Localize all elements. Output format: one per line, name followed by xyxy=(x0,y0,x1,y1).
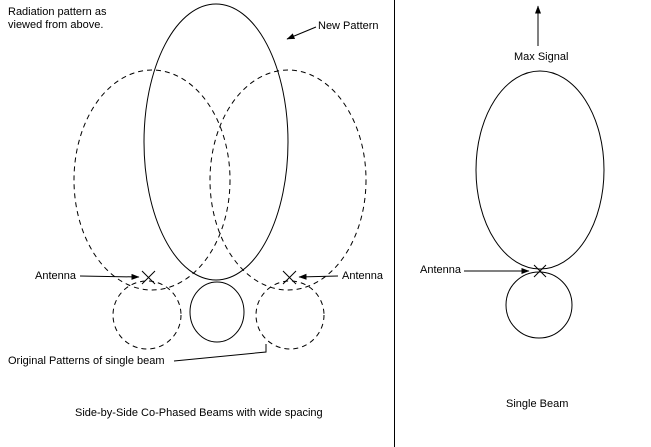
antenna-left-arrow xyxy=(79,273,140,280)
antenna-right-label: Antenna xyxy=(342,270,383,282)
original-pattern-left-minor-lobe xyxy=(112,280,182,350)
original-pattern-right-minor-lobe xyxy=(255,280,325,350)
original-patterns-label: Original Patterns of single beam xyxy=(8,355,165,367)
new-pattern-arrow xyxy=(286,26,317,40)
note-radiation-pattern: Radiation pattern as viewed from above. xyxy=(8,6,106,32)
new-pattern-main-lobe xyxy=(143,3,289,281)
antenna-left-x-mark xyxy=(141,270,156,285)
antenna-single-label: Antenna xyxy=(420,264,461,276)
left-diagram-caption: Side-by-Side Co-Phased Beams with wide s… xyxy=(75,407,323,419)
note-line-1: Radiation pattern as xyxy=(8,6,107,18)
antenna-single-x-mark xyxy=(533,264,547,278)
antenna-right-arrow xyxy=(298,273,339,280)
note-line-2: viewed from above. xyxy=(8,19,104,31)
new-pattern-minor-lobe xyxy=(189,281,245,343)
single-beam-minor-lobe xyxy=(505,271,573,339)
original-patterns-leader-line xyxy=(173,344,267,362)
original-pattern-right-main-lobe xyxy=(209,69,367,291)
antenna-left-label: Antenna xyxy=(35,270,76,282)
original-pattern-left-main-lobe xyxy=(73,69,231,291)
antenna-right-x-mark xyxy=(282,270,297,285)
single-beam-main-lobe xyxy=(475,70,605,270)
right-diagram-caption: Single Beam xyxy=(506,398,569,410)
new-pattern-label: New Pattern xyxy=(318,20,379,32)
max-signal-label: Max Signal xyxy=(514,51,569,63)
